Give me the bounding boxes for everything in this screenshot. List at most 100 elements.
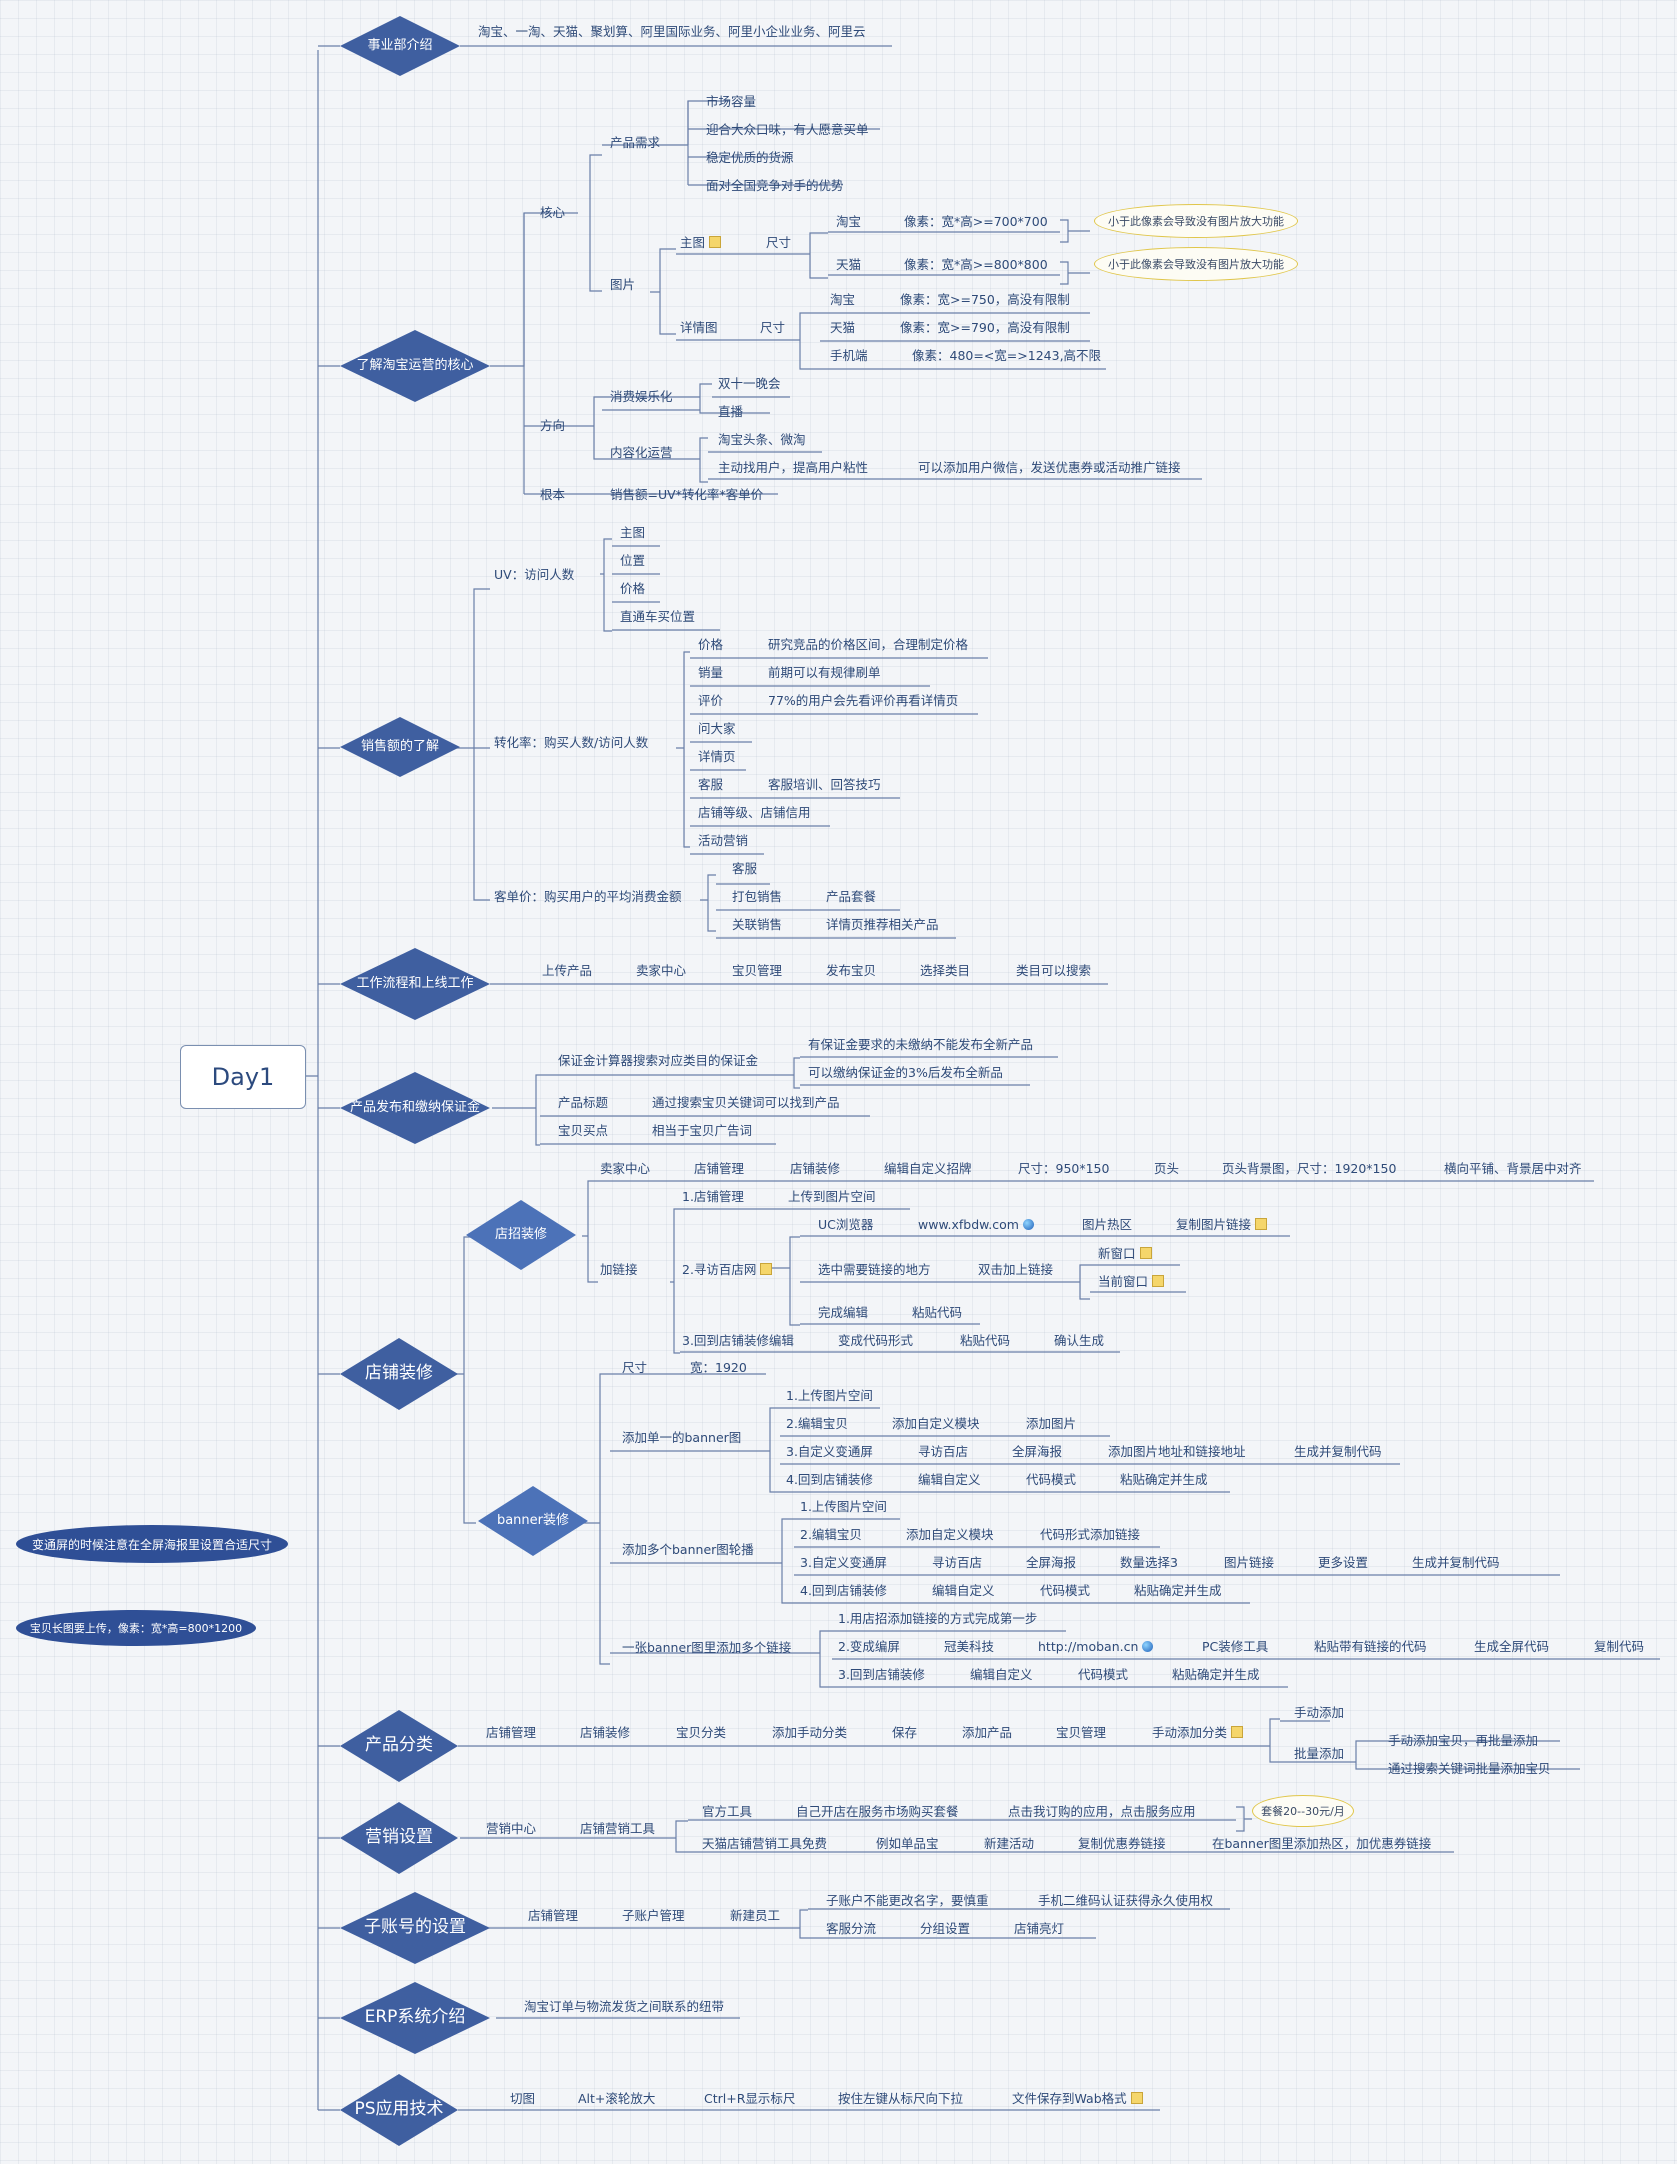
topic[interactable]: 淘宝	[836, 214, 862, 229]
topic[interactable]: 批量添加	[1294, 1746, 1345, 1761]
topic[interactable]: 编辑自定义招牌	[884, 1161, 972, 1176]
topic[interactable]: 编辑自定义	[932, 1583, 995, 1598]
topic[interactable]: 保存	[892, 1725, 918, 1740]
topic[interactable]: 手机二维码认证获得永久使用权	[1038, 1893, 1214, 1908]
topic[interactable]: 1.店铺管理	[682, 1189, 744, 1204]
topic[interactable]: 销量	[698, 665, 724, 680]
topic[interactable]: 店铺管理	[528, 1908, 579, 1923]
topic[interactable]: 客单价：购买用户的平均消费金额	[494, 889, 682, 904]
topic[interactable]: 添加图片地址和链接地址	[1108, 1444, 1246, 1459]
topic[interactable]: 图片链接	[1224, 1555, 1275, 1570]
topic[interactable]: 上传到图片空间	[788, 1189, 876, 1204]
topic[interactable]: 分组设置	[920, 1921, 971, 1936]
topic[interactable]: 像素：宽>=790，高没有限制	[900, 320, 1070, 335]
note-icon[interactable]	[709, 236, 722, 248]
topic[interactable]: 店铺营销工具	[580, 1821, 656, 1836]
topic[interactable]: UV：访问人数	[494, 567, 575, 582]
topic[interactable]: 价格	[698, 637, 724, 652]
topic[interactable]: 天猫店铺营销工具免费	[702, 1836, 828, 1851]
topic[interactable]: 寻访百店	[932, 1555, 983, 1570]
topic[interactable]: 一张banner图里添加多个链接	[622, 1640, 792, 1655]
topic[interactable]: 活动营销	[698, 833, 749, 848]
topic[interactable]: 数量选择3	[1120, 1555, 1178, 1570]
topic[interactable]: 客服	[732, 861, 758, 876]
topic[interactable]: 代码模式	[1026, 1472, 1077, 1487]
topic[interactable]: 4.回到店铺装修	[786, 1472, 873, 1487]
topic[interactable]: 生成并复制代码	[1294, 1444, 1382, 1459]
topic[interactable]: 新建活动	[984, 1836, 1035, 1851]
topic[interactable]: 确认生成	[1054, 1333, 1105, 1348]
topic[interactable]: 粘贴代码	[912, 1305, 963, 1320]
topic[interactable]: 天猫	[830, 320, 856, 335]
topic[interactable]: 直播	[718, 404, 744, 419]
topic[interactable]: 可以缴纳保证金的3%后发布全新品	[808, 1065, 1003, 1080]
topic[interactable]: 尺寸：950*150	[1018, 1161, 1110, 1176]
topic[interactable]: 市场容量	[706, 94, 757, 109]
topic[interactable]: 宽：1920	[690, 1360, 747, 1375]
topic[interactable]: 新建员工	[730, 1908, 781, 1923]
note-icon[interactable]	[1255, 1218, 1268, 1230]
topic[interactable]: 添加手动分类	[772, 1725, 848, 1740]
topic[interactable]: 粘贴代码	[960, 1333, 1011, 1348]
topic[interactable]: 1.上传图片空间	[786, 1388, 873, 1403]
topic[interactable]: 转化率：购买人数/访问人数	[494, 735, 649, 750]
topic[interactable]: 全屏海报	[1012, 1444, 1063, 1459]
topic[interactable]: 冠美科技	[944, 1639, 995, 1654]
note-icon[interactable]	[760, 1263, 773, 1275]
topic[interactable]: 客服培训、回答技巧	[768, 777, 881, 792]
topic[interactable]: 完成编辑	[818, 1305, 869, 1320]
topic[interactable]: Alt+滚轮放大	[578, 2091, 656, 2106]
topic[interactable]: 选择类目	[920, 963, 971, 978]
topic[interactable]: 营销中心	[486, 1821, 537, 1836]
topic[interactable]: 复制代码	[1594, 1639, 1645, 1654]
topic[interactable]: 选中需要链接的地方	[818, 1262, 931, 1277]
topic[interactable]: 淘宝、一淘、天猫、聚划算、阿里国际业务、阿里小企业业务、阿里云	[478, 24, 866, 39]
topic[interactable]: 4.回到店铺装修	[800, 1583, 887, 1598]
topic[interactable]: 尺寸	[622, 1360, 648, 1375]
topic[interactable]: 粘贴确定并生成	[1172, 1667, 1260, 1682]
topic[interactable]: 添加产品	[962, 1725, 1013, 1740]
topic[interactable]: 粘贴确定并生成	[1120, 1472, 1208, 1487]
root-topic[interactable]: Day1	[180, 1045, 306, 1109]
topic[interactable]: 迎合大众口味，有人愿意买单	[706, 122, 869, 137]
topic[interactable]: 产品需求	[610, 135, 661, 150]
topic[interactable]: 像素：宽*高>=800*800	[904, 257, 1048, 272]
topic[interactable]: 主动找用户，提高用户粘性	[718, 460, 869, 475]
topic[interactable]: 自己开店在服务市场购买套餐	[796, 1804, 959, 1819]
topic[interactable]: 客服分流	[826, 1921, 877, 1936]
topic[interactable]: 核心	[540, 205, 566, 220]
topic[interactable]: 位置	[620, 553, 646, 568]
topic[interactable]: 编辑自定义	[918, 1472, 981, 1487]
topic[interactable]: 3.回到店铺装修编辑	[682, 1333, 794, 1348]
topic[interactable]: 类目可以搜索	[1016, 963, 1092, 978]
topic[interactable]: 可以添加用户微信，发送优惠券或活动推广链接	[918, 460, 1181, 475]
topic[interactable]: 当前窗口	[1098, 1274, 1165, 1289]
topic[interactable]: 页头背景图，尺寸：1920*150	[1222, 1161, 1397, 1176]
topic[interactable]: 添加图片	[1026, 1416, 1077, 1431]
topic[interactable]: 相当于宝贝广告词	[652, 1123, 753, 1138]
globe-link-icon[interactable]	[1022, 1219, 1034, 1230]
topic[interactable]: 图片热区	[1082, 1217, 1133, 1232]
topic[interactable]: 添加自定义模块	[892, 1416, 980, 1431]
topic[interactable]: 手动添加分类	[1152, 1725, 1244, 1740]
topic[interactable]: 官方工具	[702, 1804, 753, 1819]
topic[interactable]: 产品套餐	[826, 889, 877, 904]
topic[interactable]: 详情页	[698, 749, 736, 764]
topic[interactable]: Ctrl+R显示标尺	[704, 2091, 796, 2106]
globe-link-icon[interactable]	[1142, 1641, 1154, 1652]
topic[interactable]: 代码模式	[1040, 1583, 1091, 1598]
topic[interactable]: 手动添加	[1294, 1705, 1345, 1720]
topic[interactable]: 文件保存到Wab格式	[1012, 2091, 1143, 2106]
topic[interactable]: 有保证金要求的未缴纳不能发布全新产品	[808, 1037, 1034, 1052]
topic[interactable]: 变成代码形式	[838, 1333, 914, 1348]
topic[interactable]: 上传产品	[542, 963, 593, 978]
topic[interactable]: 代码模式	[1078, 1667, 1129, 1682]
topic[interactable]: 内容化运营	[610, 445, 673, 460]
topic[interactable]: 店铺等级、店铺信用	[698, 805, 811, 820]
callout[interactable]: 小于此像素会导致没有图片放大功能	[1094, 204, 1298, 238]
topic[interactable]: 方向	[540, 418, 566, 433]
topic[interactable]: 横向平铺、背景居中对齐	[1444, 1161, 1582, 1176]
topic[interactable]: 添加单一的banner图	[622, 1430, 742, 1445]
topic[interactable]: 详情页推荐相关产品	[826, 917, 939, 932]
topic[interactable]: 卖家中心	[636, 963, 687, 978]
